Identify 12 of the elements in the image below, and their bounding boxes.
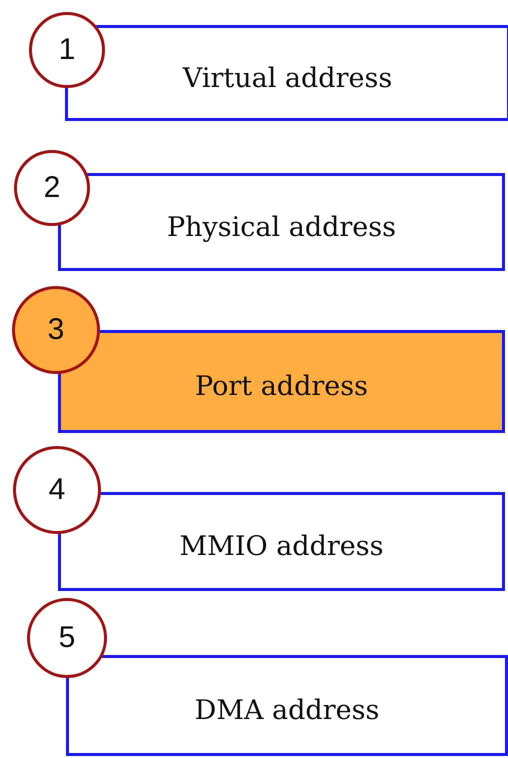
step-number: 2 bbox=[44, 171, 60, 205]
box-label: MMIO address bbox=[180, 531, 384, 562]
box-label: DMA address bbox=[194, 695, 380, 726]
step-number: 1 bbox=[58, 33, 76, 67]
address-box bbox=[58, 173, 505, 271]
step-number: 4 bbox=[48, 473, 66, 507]
step-number: 3 bbox=[48, 313, 64, 347]
step-number: 5 bbox=[58, 621, 76, 655]
address-box bbox=[66, 655, 508, 756]
box-label: Virtual address bbox=[182, 62, 392, 94]
box-label: Physical address bbox=[167, 212, 396, 242]
box-label: Port address bbox=[195, 371, 368, 402]
